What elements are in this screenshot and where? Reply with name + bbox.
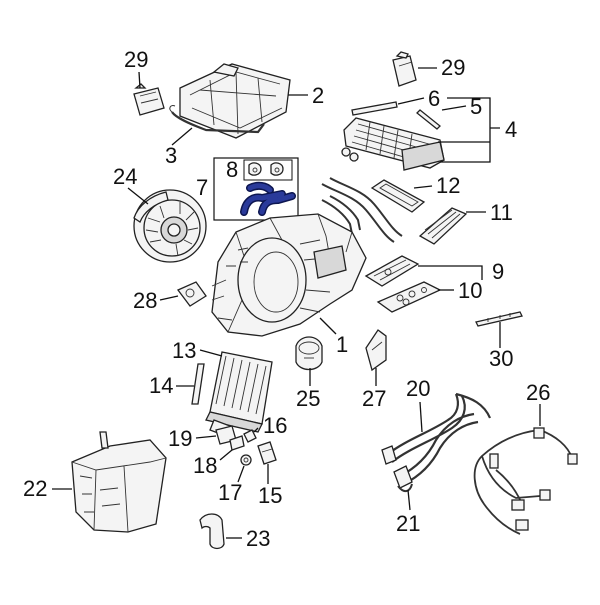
leader-17 [237, 465, 245, 483]
part-16-clip[interactable] [243, 429, 257, 443]
part-28-actuator[interactable] [176, 281, 207, 307]
part-7-hoses-highlighted[interactable] [240, 181, 296, 216]
leader-18 [219, 449, 233, 461]
part-17-o-ring[interactable] [240, 454, 252, 466]
leader-24 [127, 187, 149, 205]
part-5-pin[interactable] [416, 109, 441, 130]
callout-3: 3 [165, 143, 177, 168]
leader-1 [319, 317, 337, 335]
callout-7: 7 [196, 175, 208, 200]
part-14-seal[interactable] [191, 363, 205, 405]
callout-10: 10 [458, 278, 482, 303]
callout-21: 21 [396, 511, 420, 536]
leader-29-left [138, 71, 141, 89]
callout-12: 12 [436, 173, 460, 198]
callout-18: 18 [193, 453, 217, 478]
part-18-fitting[interactable] [229, 435, 245, 451]
callout-16: 16 [263, 413, 287, 438]
part-12-seal-frame[interactable] [370, 179, 426, 213]
part-27-bracket[interactable] [365, 329, 387, 372]
part-29-sensor-right[interactable] [392, 51, 417, 87]
callout-11: 11 [490, 200, 513, 225]
part-24-blower-motor[interactable] [133, 189, 207, 263]
callout-2: 2 [312, 83, 324, 108]
part-1-hvac-housing[interactable] [211, 213, 367, 337]
callout-14: 14 [149, 373, 173, 398]
leader-12 [413, 185, 433, 189]
callout-22: 22 [23, 476, 47, 501]
part-10-door[interactable] [376, 281, 442, 313]
callout-1: 1 [336, 332, 348, 357]
leader-4 [438, 127, 500, 163]
leader-6 [397, 97, 425, 105]
part-9-door[interactable] [364, 255, 420, 287]
leader-19 [195, 435, 217, 439]
part-22-lower-case[interactable] [71, 431, 167, 533]
part-23-elbow[interactable] [199, 513, 225, 550]
part-15-sensor[interactable] [257, 441, 277, 465]
leader-21 [407, 489, 411, 511]
part-29-module-left[interactable] [133, 83, 165, 116]
callout-8: 8 [226, 157, 238, 182]
callout-28: 28 [133, 288, 157, 313]
part-21-hose[interactable] [393, 412, 479, 492]
leader-5 [441, 97, 491, 128]
part-8-clips[interactable] [248, 162, 284, 176]
part-8-callout-box [243, 159, 293, 181]
part-hoses-upper[interactable] [321, 177, 403, 243]
callout-26: 26 [526, 380, 550, 405]
callout-5: 5 [470, 94, 482, 119]
part-7-callout-box [213, 157, 299, 221]
callout-13: 13 [172, 338, 196, 363]
callout-20: 20 [406, 376, 430, 401]
part-2-cover[interactable] [179, 63, 291, 139]
part-20-hose[interactable] [381, 392, 492, 465]
callout-6: 6 [428, 86, 440, 111]
callout-17: 17 [218, 480, 242, 505]
callout-24: 24 [113, 164, 137, 189]
callout-27: 27 [362, 386, 386, 411]
callout-9: 9 [492, 259, 504, 284]
callout-4: 4 [505, 117, 517, 142]
leader-16 [253, 427, 259, 433]
leader-28 [159, 295, 179, 301]
part-3-link-rod[interactable] [169, 105, 265, 134]
part-13-heater-core[interactable] [205, 351, 273, 437]
leader-9 [418, 265, 483, 280]
callout-15: 15 [258, 483, 282, 508]
leader-20 [419, 401, 423, 433]
callout-30: 30 [489, 346, 513, 371]
part-30-strip[interactable] [475, 311, 523, 327]
callout-29-right: 29 [441, 55, 465, 80]
part-6-seal-strip[interactable] [351, 101, 398, 116]
part-26-wiring-harness[interactable] [473, 427, 578, 535]
leader-3 [171, 127, 193, 146]
callout-25: 25 [296, 386, 320, 411]
part-4-evaporator[interactable] [341, 117, 445, 171]
part-11-filter[interactable] [418, 207, 468, 245]
leader-13 [199, 349, 223, 357]
callout-23: 23 [246, 526, 270, 551]
callout-29-left: 29 [124, 47, 148, 72]
callout-19: 19 [168, 426, 192, 451]
part-25-actuator[interactable] [295, 336, 323, 371]
